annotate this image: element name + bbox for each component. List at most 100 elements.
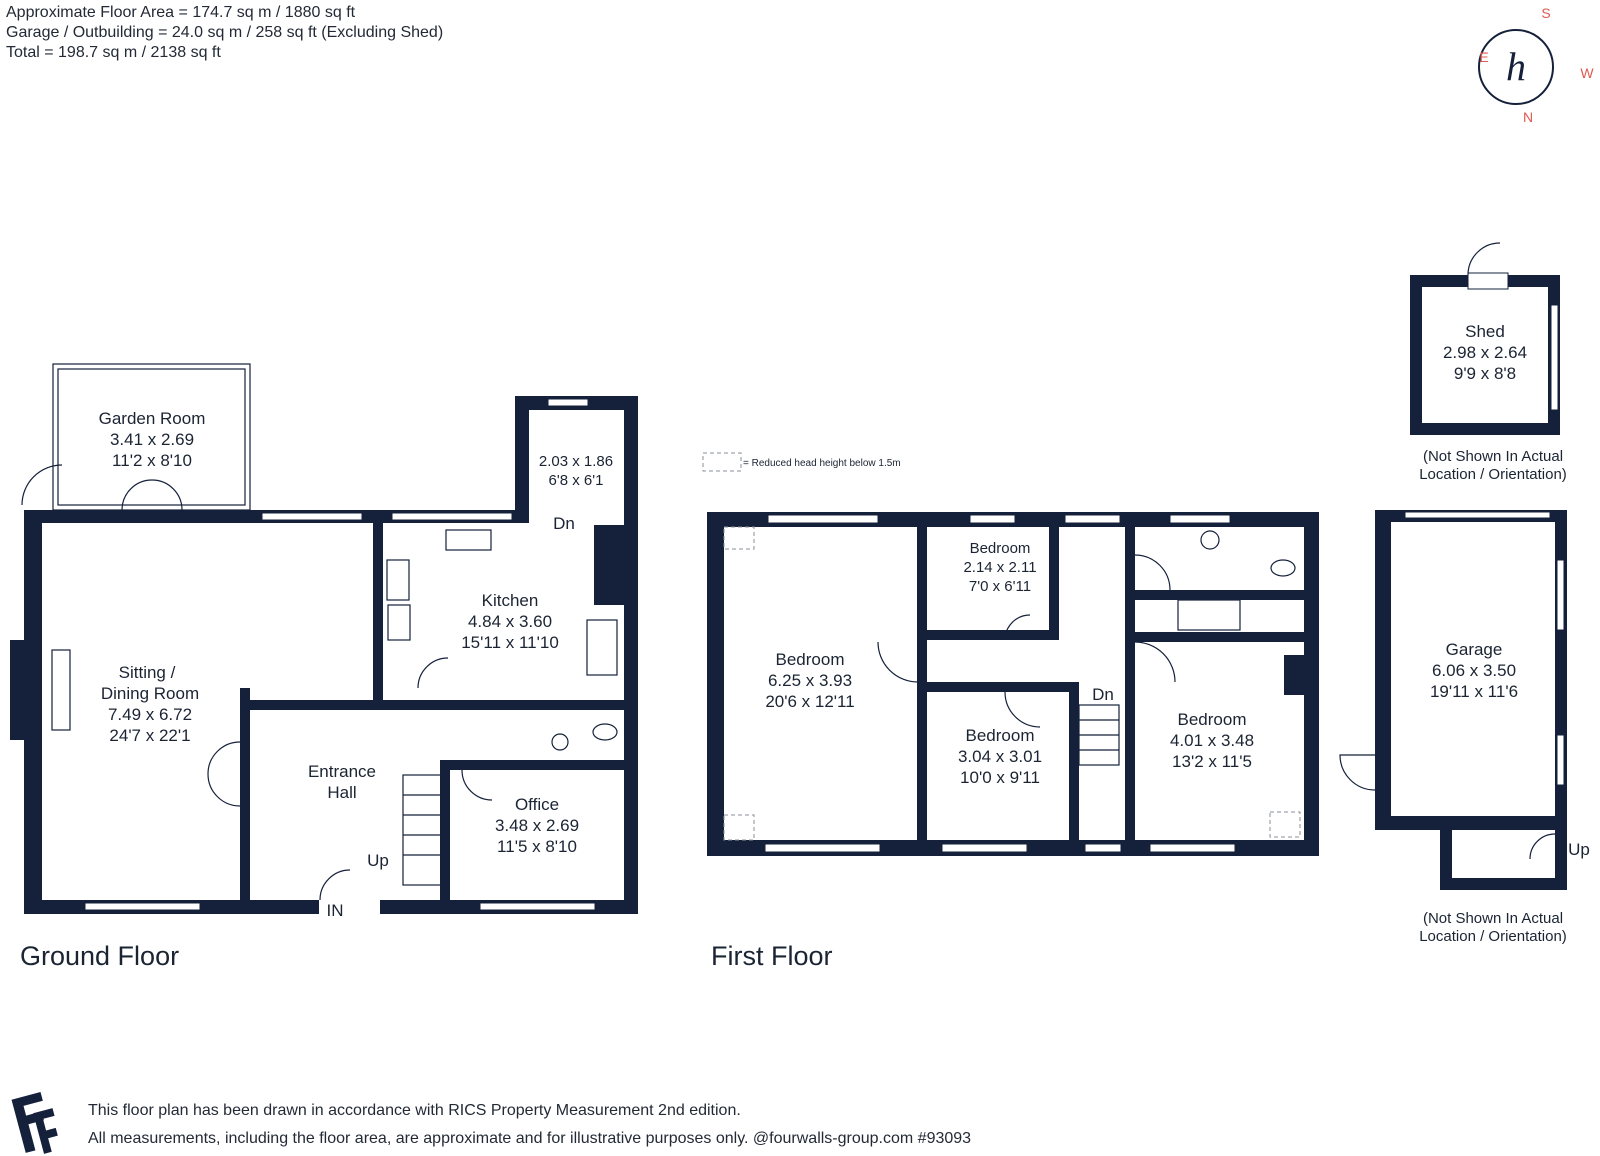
window — [391, 512, 513, 521]
staircase — [1078, 704, 1120, 766]
bedroom-door — [1004, 691, 1041, 728]
bedroom-1-label: Bedroom — [776, 650, 845, 669]
bedroom-3-label: Bedroom — [966, 726, 1035, 745]
wall — [917, 630, 1059, 640]
window — [1149, 843, 1236, 853]
wall — [1049, 527, 1059, 640]
entrance-hall-label: Entrance — [308, 762, 376, 781]
first-floor-plan: Bedroom 6.25 x 3.93 20'6 x 12'11 Bedroom… — [707, 512, 1319, 971]
down-marker: Dn — [553, 514, 575, 533]
wc — [1270, 559, 1296, 577]
window — [84, 902, 201, 911]
wall — [440, 760, 450, 914]
ground-floor-title: Ground Floor — [20, 941, 179, 971]
shed-note-line-1: (Not Shown In Actual — [1423, 448, 1563, 465]
fireplace-hearth — [51, 649, 71, 731]
sitting-room-label-2: Dining Room — [101, 684, 199, 703]
window — [1556, 734, 1565, 786]
window — [1084, 843, 1122, 853]
shed-doorway — [1467, 272, 1509, 290]
office-metric: 3.48 x 2.69 — [495, 816, 579, 835]
shed-metric: 2.98 x 2.64 — [1443, 343, 1527, 362]
window — [1556, 559, 1565, 631]
compass-east-label: E — [1479, 49, 1488, 65]
bedroom-2-imperial: 7'0 x 6'11 — [969, 578, 1031, 595]
bedroom-3-imperial: 10'0 x 9'11 — [960, 768, 1040, 787]
wall — [240, 700, 442, 710]
office-door — [461, 769, 493, 801]
bedroom-1-metric: 6.25 x 3.93 — [768, 671, 852, 690]
french-doors — [121, 479, 183, 511]
side-door — [1339, 754, 1376, 791]
garage-up-marker: Up — [1568, 840, 1590, 859]
wall — [1375, 816, 1567, 830]
legend-swatch — [702, 452, 742, 472]
reduced-head-height-area — [723, 814, 755, 841]
wall — [373, 523, 383, 708]
shed-label: Shed — [1465, 322, 1505, 341]
compass-north-label: N — [1523, 109, 1533, 125]
bedroom-1-imperial: 20'6 x 12'11 — [765, 692, 854, 711]
compass-ring — [1478, 29, 1554, 105]
bedroom-door — [1134, 641, 1176, 683]
window — [1550, 304, 1559, 411]
wc — [592, 723, 618, 741]
wall — [1375, 510, 1391, 828]
appliance — [387, 604, 411, 641]
wall — [1125, 527, 1135, 847]
utility-metric: 2.03 x 1.86 — [539, 453, 613, 470]
sitting-room-metric: 7.49 x 6.72 — [108, 705, 192, 724]
wall — [1125, 632, 1305, 642]
shed-imperial: 9'9 x 8'8 — [1454, 364, 1516, 383]
wall — [594, 525, 624, 605]
wall — [1440, 816, 1452, 890]
garden-room-metric: 3.41 x 2.69 — [110, 430, 194, 449]
chimney-breast — [10, 640, 42, 740]
garage-imperial: 19'11 x 11'6 — [1430, 682, 1518, 701]
compass-west-label: W — [1580, 65, 1594, 81]
brand-logo-glyph: h — [1506, 44, 1526, 89]
sitting-room-label: Sitting / — [119, 663, 176, 682]
kitchen-sink — [445, 529, 492, 551]
garage-note-line-1: (Not Shown In Actual — [1423, 910, 1563, 927]
bedroom-door — [1004, 614, 1031, 641]
kitchen-metric: 4.84 x 3.60 — [468, 612, 552, 631]
window — [941, 843, 1028, 853]
window — [1064, 514, 1121, 524]
ground-floor-plan: Garden Room 3.41 x 2.69 11'2 x 8'10 Sitt… — [10, 363, 638, 971]
kitchen-door — [417, 657, 449, 689]
hob — [386, 559, 410, 601]
shed-plan: Shed 2.98 x 2.64 9'9 x 8'8 (Not Shown In… — [1410, 242, 1567, 483]
bedroom-door — [877, 641, 919, 683]
bedroom-3-metric: 3.04 x 3.01 — [958, 747, 1042, 766]
wall — [1125, 590, 1305, 600]
garage-label: Garage — [1446, 640, 1503, 659]
sitting-room-imperial: 24'7 x 22'1 — [109, 726, 190, 745]
bedroom-4-metric: 4.01 x 3.48 — [1170, 731, 1254, 750]
store-door — [1529, 833, 1556, 860]
legend: = Reduced head height below 1.5m — [702, 452, 901, 472]
window — [1169, 514, 1231, 524]
bedroom-4-label: Bedroom — [1178, 710, 1247, 729]
garage-door — [1404, 511, 1551, 519]
wall — [1410, 423, 1560, 435]
office-imperial: 11'5 x 8'10 — [497, 837, 577, 856]
basin — [551, 733, 569, 751]
garage-area-line: Garage / Outbuilding = 24.0 sq m / 258 s… — [6, 24, 444, 41]
window — [479, 902, 596, 911]
kitchen-label: Kitchen — [482, 591, 539, 610]
kitchen-imperial: 15'11 x 11'10 — [461, 633, 559, 652]
wall — [624, 396, 638, 914]
floor-area-line: Approximate Floor Area = 174.7 sq m / 18… — [6, 4, 356, 21]
staircase — [402, 774, 442, 886]
legend-label: = Reduced head height below 1.5m — [743, 458, 901, 469]
wall — [1410, 275, 1422, 435]
garage-metric: 6.06 x 3.50 — [1432, 661, 1516, 680]
wall — [440, 700, 630, 710]
utility-imperial: 6'8 x 6'1 — [549, 472, 604, 489]
total-area-line: Total = 198.7 sq m / 2138 sq ft — [6, 44, 221, 61]
compass-south-label: S — [1541, 5, 1550, 21]
reduced-head-height-area — [723, 526, 755, 550]
wall — [1304, 512, 1319, 856]
garage-plan: Garage 6.06 x 3.50 19'11 x 11'6 Up (Not … — [1339, 510, 1590, 945]
